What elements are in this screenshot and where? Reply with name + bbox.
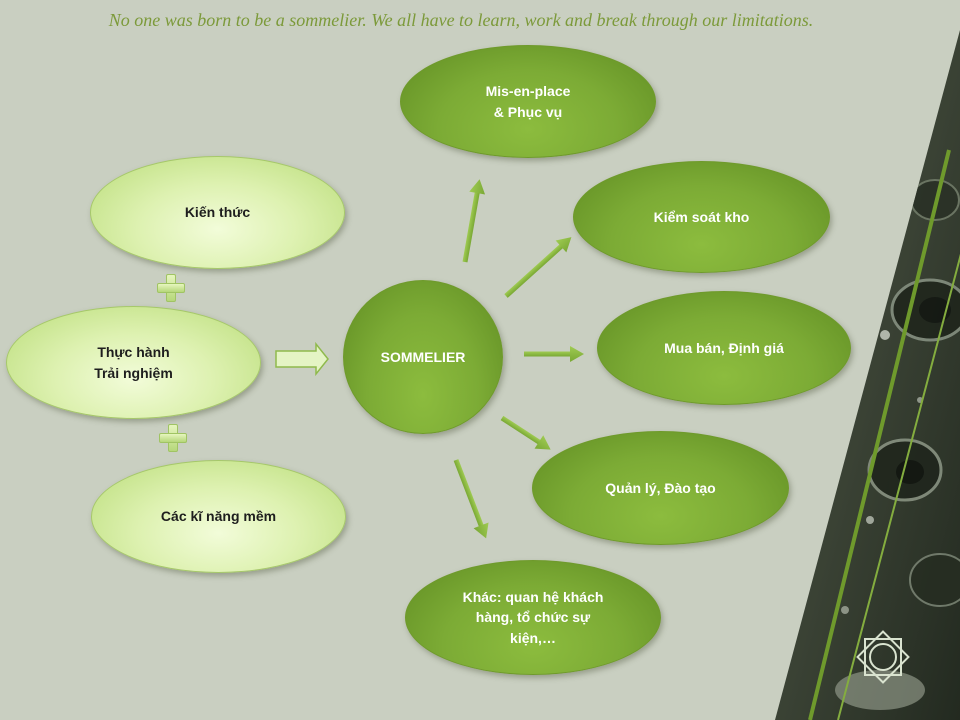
node-purchasing: Mua bán, Định giá	[597, 291, 851, 405]
node-practice: Thực hành Trải nghiệm	[6, 306, 261, 419]
arrow-to-purchasing	[524, 346, 584, 362]
node-management: Quản lý, Đào tạo	[532, 431, 789, 545]
arrow-to-mise-en-place	[462, 179, 486, 263]
arrow-to-inventory	[504, 237, 572, 298]
node-soft-skills: Các kĩ năng mềm	[91, 460, 346, 573]
node-sommelier: SOMMELIER	[343, 280, 503, 434]
arrow-right-icon	[275, 341, 329, 377]
diamond-emblem-icon	[856, 630, 910, 684]
plus-icon	[157, 274, 185, 302]
arrow-to-other	[453, 459, 489, 539]
node-mise-en-place: Mis-en-place & Phục vụ	[400, 45, 656, 158]
quote-text: No one was born to be a sommelier. We al…	[108, 10, 814, 30]
arrow-to-management	[500, 415, 551, 450]
plus-icon	[159, 424, 187, 452]
node-inventory: Kiểm soát kho	[573, 161, 830, 273]
node-knowledge: Kiến thức	[90, 156, 345, 269]
node-other: Khác: quan hệ khách hàng, tổ chức sự kiệ…	[405, 560, 661, 675]
